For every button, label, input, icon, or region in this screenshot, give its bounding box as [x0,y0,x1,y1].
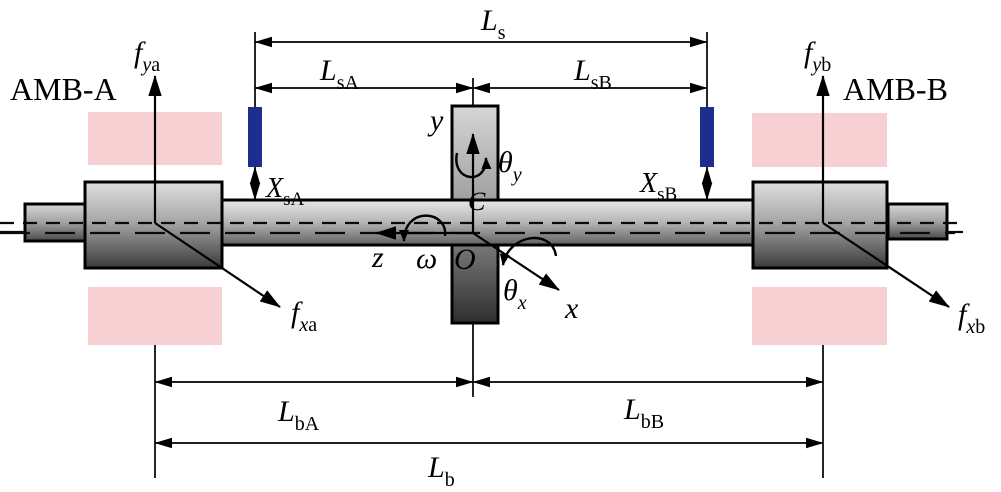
dim-lsb-label: LsB [573,54,612,94]
y-axis-label: y [427,104,444,137]
force-fyb-label: fyb [804,36,831,76]
theta-x-rotation-arrow [499,236,558,266]
force-fxa-arrow [154,222,281,308]
x-axis-label: x [564,292,579,325]
amb-b-upper-magnet [752,113,887,167]
omega-rotation-arrow [399,214,447,242]
dim-lba-label: LbA [277,395,320,435]
force-fxb-arrow [822,222,950,308]
dim-xsb-label: XsB [639,168,677,205]
amb-a-lower-magnet [88,287,222,345]
dim-lsa-label: LsA [319,54,359,94]
sensor-b [700,107,714,167]
omega-label: ω [416,242,437,275]
z-axis-label: z [371,241,384,274]
dim-lb-label: Lb [427,451,455,491]
journal-b [751,180,889,270]
theta-x-label: θx [503,274,527,314]
theta-y-rotation-arrow [455,152,492,179]
theta-y-label: θy [498,146,522,186]
sensor-a [248,107,262,167]
force-fxa-label: fxa [291,296,317,336]
amb-b-lower-magnet [752,287,887,345]
disk-center-label: C [468,187,486,216]
amb-b-label: AMB-B [843,71,948,107]
amb-a-label: AMB-A [10,71,117,107]
x-axis-arrow [472,232,560,291]
dim-xsa-label: XsA [265,173,305,210]
force-fya-label: fya [134,36,160,76]
origin-label: O [454,243,476,276]
dim-ls-label: Ls [480,4,506,44]
force-fxb-label: fxb [958,298,985,338]
dim-lbb-label: LbB [623,393,664,433]
